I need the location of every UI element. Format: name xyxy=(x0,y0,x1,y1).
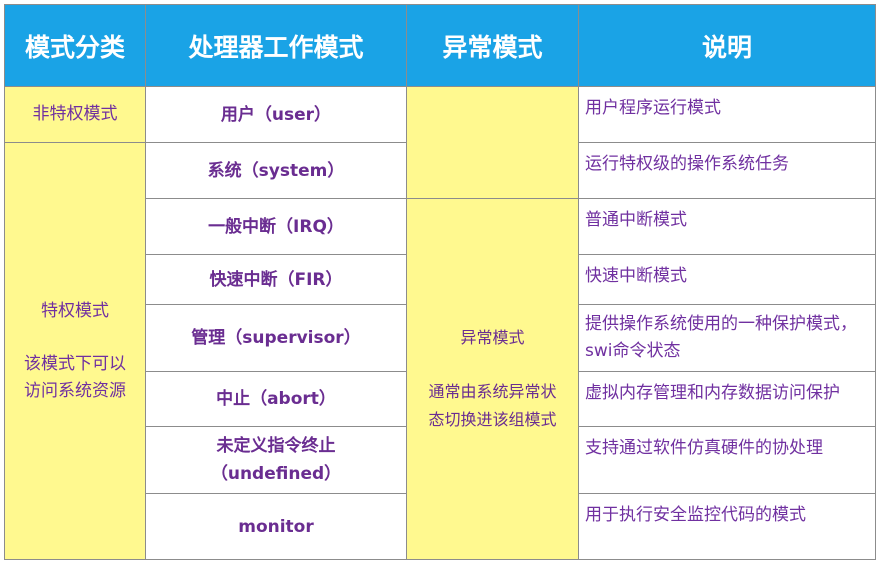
description-abort-text: 虚拟内存管理和内存数据访问保护 xyxy=(585,383,840,403)
mode-supervisor-label: 管理（supervisor） xyxy=(191,328,361,348)
description-system: 运行特权级的操作系统任务 xyxy=(578,142,876,199)
exception-none-cell xyxy=(406,86,579,199)
description-system-text: 运行特权级的操作系统任务 xyxy=(585,154,789,174)
header-category: 模式分类 xyxy=(4,4,146,87)
mode-irq: 一般中断（IRQ） xyxy=(145,198,407,255)
header-description-label: 说明 xyxy=(701,32,752,62)
header-category-label: 模式分类 xyxy=(24,32,125,62)
header-exception-mode: 异常模式 xyxy=(406,4,579,87)
description-fiq: 快速中断模式 xyxy=(578,254,876,305)
description-monitor-text: 用于执行安全监控代码的模式 xyxy=(585,505,806,525)
mode-fiq: 快速中断（FIR） xyxy=(145,254,407,305)
header-processor-mode-label: 处理器工作模式 xyxy=(188,32,364,62)
mode-supervisor: 管理（supervisor） xyxy=(145,304,407,372)
description-abort: 虚拟内存管理和内存数据访问保护 xyxy=(578,371,876,427)
mode-table: 模式分类 处理器工作模式 异常模式 说明 非特权模式 特权模式 该模式下可以 访… xyxy=(4,4,876,560)
mode-system: 系统（system） xyxy=(145,142,407,199)
description-irq-text: 普通中断模式 xyxy=(585,210,687,230)
description-irq: 普通中断模式 xyxy=(578,198,876,255)
exception-mode-group: 异常模式 通常由系统异常状 态切换进该组模式 xyxy=(406,198,579,560)
mode-undefined-label-line2: （undefined） xyxy=(210,464,342,484)
description-user: 用户程序运行模式 xyxy=(578,86,876,143)
category-non-privileged-label: 非特权模式 xyxy=(32,104,118,124)
exception-mode-label: 异常模式 xyxy=(460,328,525,347)
category-privileged-label: 特权模式 xyxy=(41,300,109,321)
mode-undefined-label-line1: 未定义指令终止 xyxy=(216,436,336,456)
description-user-text: 用户程序运行模式 xyxy=(585,98,721,118)
mode-system-label: 系统（system） xyxy=(207,160,345,181)
description-supervisor-text: 提供操作系统使用的一种保护模式，swi命令状态 xyxy=(585,314,857,361)
mode-abort: 中止（abort） xyxy=(145,371,407,427)
header-exception-mode-label: 异常模式 xyxy=(442,32,543,62)
mode-irq-label: 一般中断（IRQ） xyxy=(208,216,344,237)
mode-abort-label: 中止（abort） xyxy=(216,389,336,409)
mode-monitor: monitor xyxy=(145,493,407,560)
exception-note-line1: 通常由系统异常状 xyxy=(428,382,557,401)
description-supervisor: 提供操作系统使用的一种保护模式，swi命令状态 xyxy=(578,304,876,372)
mode-user-label: 用户（user） xyxy=(220,104,332,125)
description-fiq-text: 快速中断模式 xyxy=(585,266,687,286)
mode-user: 用户（user） xyxy=(145,86,407,143)
category-privileged-note-line1: 该模式下可以 xyxy=(24,353,126,374)
mode-fiq-label: 快速中断（FIR） xyxy=(209,269,343,290)
exception-note-line2: 态切换进该组模式 xyxy=(428,410,557,429)
category-non-privileged: 非特权模式 xyxy=(4,86,146,143)
category-privileged-note-line2: 访问系统资源 xyxy=(24,380,126,401)
header-processor-mode: 处理器工作模式 xyxy=(145,4,407,87)
header-description: 说明 xyxy=(578,4,876,87)
mode-monitor-label: monitor xyxy=(238,516,314,537)
description-monitor: 用于执行安全监控代码的模式 xyxy=(578,493,876,560)
description-undefined: 支持通过软件仿真硬件的协处理 xyxy=(578,426,876,494)
mode-undefined: 未定义指令终止 （undefined） xyxy=(145,426,407,494)
category-privileged: 特权模式 该模式下可以 访问系统资源 xyxy=(4,142,146,560)
description-undefined-text: 支持通过软件仿真硬件的协处理 xyxy=(585,438,823,458)
